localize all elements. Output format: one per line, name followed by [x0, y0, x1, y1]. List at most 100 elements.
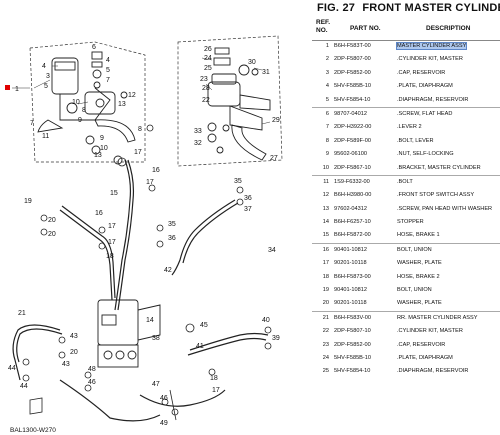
- part-number: B6H-F5872-00: [334, 232, 371, 239]
- svg-text:46: 46: [88, 379, 96, 386]
- part-number: 90201-10118: [334, 300, 367, 307]
- part-number: 1S9-F6332-00: [334, 178, 370, 185]
- svg-text:7: 7: [106, 77, 110, 84]
- part-number: 2DP-F5807-10: [334, 328, 371, 335]
- ref-number: 5: [325, 96, 329, 103]
- svg-text:32: 32: [194, 140, 202, 147]
- part-description: .PLATE, DIAPHRAGM: [397, 352, 453, 365]
- svg-text:20: 20: [70, 349, 78, 356]
- part-number: 5HV-F585B-10: [334, 354, 372, 361]
- part-description: .BOLT: [397, 176, 413, 189]
- part-description-text: .PLATE, DIAPHRAGM: [397, 83, 453, 90]
- part-number: 2DP-F5852-00: [334, 69, 371, 76]
- svg-text:4: 4: [42, 63, 46, 70]
- part-description-text: .LEVER 2: [397, 124, 422, 131]
- part-description-text: BOLT, UNION: [397, 287, 432, 294]
- svg-text:17: 17: [134, 149, 142, 156]
- part-description-text: WASHER, PLATE: [397, 300, 442, 307]
- part-number: 2DP-F5867-10: [334, 164, 371, 171]
- svg-text:20: 20: [48, 217, 56, 224]
- part-description-text: .BOLT: [397, 178, 413, 185]
- svg-text:10: 10: [72, 99, 80, 106]
- svg-text:35: 35: [234, 178, 242, 185]
- ref-number: 12: [322, 192, 329, 199]
- part-description: .SCREW, PAN HEAD WITH WASHER: [397, 203, 492, 216]
- part-number: 2DP-F5807-00: [334, 56, 371, 63]
- diagram-code: BAL1300-W270: [10, 427, 56, 434]
- svg-text:35: 35: [168, 221, 176, 228]
- part-description-text: .CYLINDER KIT, MASTER: [397, 328, 463, 335]
- svg-text:17: 17: [108, 239, 116, 246]
- ref-number: 17: [322, 260, 329, 267]
- ref-number: 23: [322, 341, 329, 348]
- ref-number: 14: [322, 219, 329, 226]
- part-number: 90401-10812: [334, 287, 367, 294]
- svg-text:17: 17: [212, 387, 220, 394]
- ref-number: 7: [325, 124, 329, 131]
- part-number: 90201-10118: [334, 260, 367, 267]
- part-description: .FRONT STOP SWITCH ASSY: [397, 189, 474, 202]
- part-description-text: .PLATE, DIAPHRAGM: [397, 354, 453, 361]
- svg-text:16: 16: [95, 210, 103, 217]
- part-description: RR. MASTER CYLINDER ASSY: [397, 312, 478, 325]
- ref-number: 25: [322, 368, 329, 375]
- parts-table-row[interactable]: 23 2DP-F5852-00 .CAP, RESERVOIR: [312, 339, 500, 352]
- svg-text:26: 26: [204, 46, 212, 53]
- part-description-text: .FRONT STOP SWITCH ASSY: [397, 192, 475, 199]
- part-number: 5HV-F5854-10: [334, 368, 371, 375]
- part-description: MASTER CYLINDER ASSY: [395, 40, 468, 53]
- svg-text:22: 22: [202, 97, 210, 104]
- svg-text:24: 24: [204, 55, 212, 62]
- svg-text:17: 17: [108, 223, 116, 230]
- part-description: .LEVER 2: [397, 121, 422, 134]
- svg-text:46: 46: [160, 395, 168, 402]
- part-description: HOSE, BRAKE 1: [397, 229, 440, 242]
- part-description: .NUT, SELF-LOCKING: [397, 148, 454, 161]
- part-number: 5HV-F585B-10: [334, 83, 372, 90]
- part-number: 2DP-F5852-00: [334, 341, 371, 348]
- part-number: 98707-04012: [334, 110, 367, 117]
- svg-text:42: 42: [164, 267, 172, 274]
- svg-text:13: 13: [118, 101, 126, 108]
- part-description: .PLATE, DIAPHRAGM: [397, 80, 453, 93]
- part-description-text: .SCREW, PAN HEAD WITH WASHER: [397, 205, 493, 212]
- parts-list-panel: FIG. 27 FRONT MASTER CYLINDER REF.NO. PA…: [312, 0, 500, 435]
- figure-label: FIG. 27: [317, 2, 356, 14]
- part-number: 5HV-F5854-10: [334, 96, 371, 103]
- part-description: .CYLINDER KIT, MASTER: [397, 53, 463, 66]
- svg-text:9: 9: [100, 135, 104, 142]
- part-description: .BRACKET, MASTER CYLINDER: [397, 162, 481, 175]
- svg-text:30: 30: [248, 59, 256, 66]
- svg-text:12: 12: [128, 92, 136, 99]
- svg-text:20: 20: [48, 231, 56, 238]
- part-number: 97602-04312: [334, 205, 367, 212]
- part-description: .CAP, RESERVOIR: [397, 339, 445, 352]
- svg-text:14: 14: [146, 317, 154, 324]
- right-master-cylinder-group-box: [177, 35, 283, 167]
